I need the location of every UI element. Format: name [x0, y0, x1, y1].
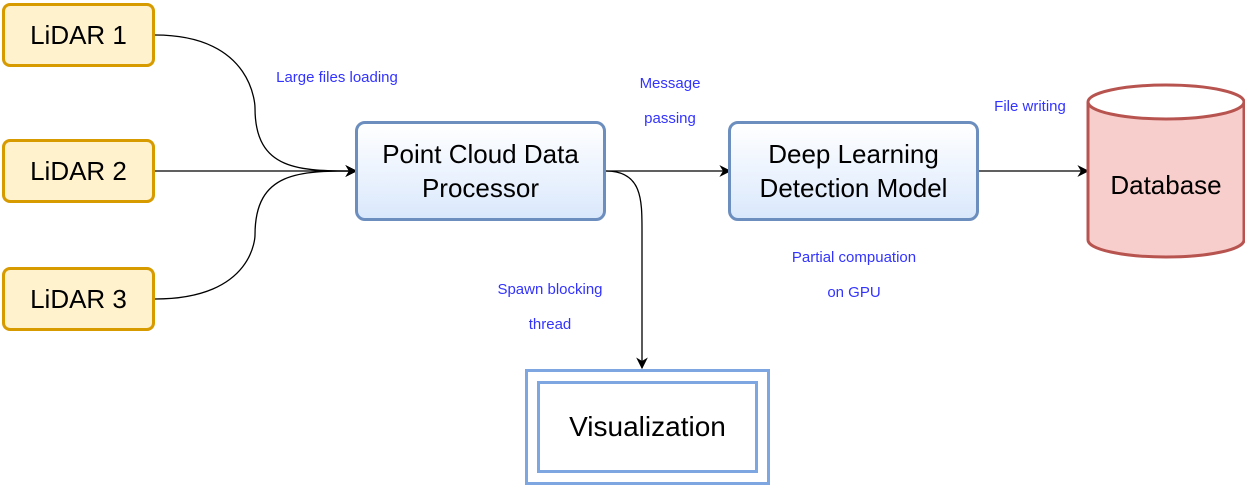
large-files-text: Large files loading	[276, 69, 398, 86]
edge-label-partial-gpu: Partial compuation on GPU	[774, 240, 934, 310]
visualization-label: Visualization	[569, 411, 726, 442]
point-cloud-processor-node[interactable]: Point Cloud Data Processor	[355, 121, 606, 221]
visualization-node[interactable]: Visualization	[525, 369, 770, 485]
edge-label-file-writing: File writing	[980, 89, 1080, 124]
edge-label-message-passing: Message passing	[610, 66, 730, 136]
processor-label-line-2: Processor	[421, 173, 540, 203]
model-label-line-1: Deep Learning	[768, 139, 939, 169]
lidar-3-node[interactable]: LiDAR 3	[2, 267, 155, 331]
spawn-thread-line-2: thread	[528, 316, 572, 333]
model-label-line-2: Detection Model	[759, 173, 948, 203]
lidar-1-label: LiDAR 1	[30, 19, 127, 50]
edge-lidar1-to-processor	[154, 34, 358, 177]
processor-label-line-1: Point Cloud Data	[382, 139, 579, 169]
lidar-2-node[interactable]: LiDAR 2	[2, 139, 155, 203]
database-label: Database	[1110, 170, 1222, 200]
file-writing-text: File writing	[994, 98, 1066, 115]
partial-gpu-line-1: Partial compuation	[791, 249, 917, 266]
edge-label-spawn-thread: Spawn blocking thread	[480, 272, 620, 342]
message-passing-line-2: passing	[644, 110, 696, 127]
edge-label-large-files: Large files loading	[262, 60, 412, 95]
lidar-2-label: LiDAR 2	[30, 155, 127, 186]
partial-gpu-line-2: on GPU	[827, 284, 881, 301]
message-passing-line-1: Message	[639, 75, 701, 92]
visualization-inner-box: Visualization	[537, 381, 758, 473]
spawn-thread-line-1: Spawn blocking	[497, 281, 603, 298]
lidar-1-node[interactable]: LiDAR 1	[2, 3, 155, 67]
detection-model-node[interactable]: Deep Learning Detection Model	[728, 121, 979, 221]
database-cylinder	[1086, 83, 1245, 259]
edge-processor-to-visualization	[605, 170, 648, 370]
edge-lidar3-to-processor	[154, 165, 358, 300]
lidar-3-label: LiDAR 3	[30, 283, 127, 314]
